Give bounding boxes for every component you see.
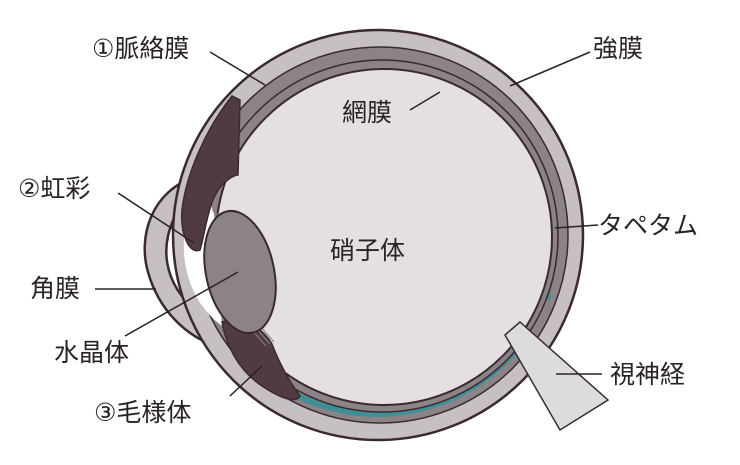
label-vitreous: 硝子体 <box>330 236 406 265</box>
leader-choroid <box>209 51 266 86</box>
leader-lines <box>95 51 602 397</box>
label-sclera: 強膜 <box>593 34 644 63</box>
leader-sclera <box>509 51 591 87</box>
label-choroid: ①脈絡膜 <box>92 34 190 63</box>
label-cornea: 角膜 <box>30 274 81 303</box>
leader-iris <box>117 192 195 244</box>
leader-ciliary <box>229 365 263 397</box>
label-retina: 網膜 <box>342 98 393 127</box>
leader-lens <box>124 271 239 337</box>
label-lens: 水晶体 <box>54 338 130 367</box>
optic-nerve-shape <box>504 321 610 432</box>
label-iris: ②虹彩 <box>18 174 91 203</box>
iris-upper <box>181 95 241 252</box>
label-optic-nerve: 視神経 <box>610 360 686 389</box>
lens-shape <box>203 209 277 335</box>
leader-retina <box>409 91 441 111</box>
ciliary-body-lower <box>221 317 301 401</box>
label-tapetum: タペタム <box>598 211 699 240</box>
label-ciliary-body: ③毛様体 <box>94 398 192 427</box>
leader-tapetum <box>554 224 599 229</box>
